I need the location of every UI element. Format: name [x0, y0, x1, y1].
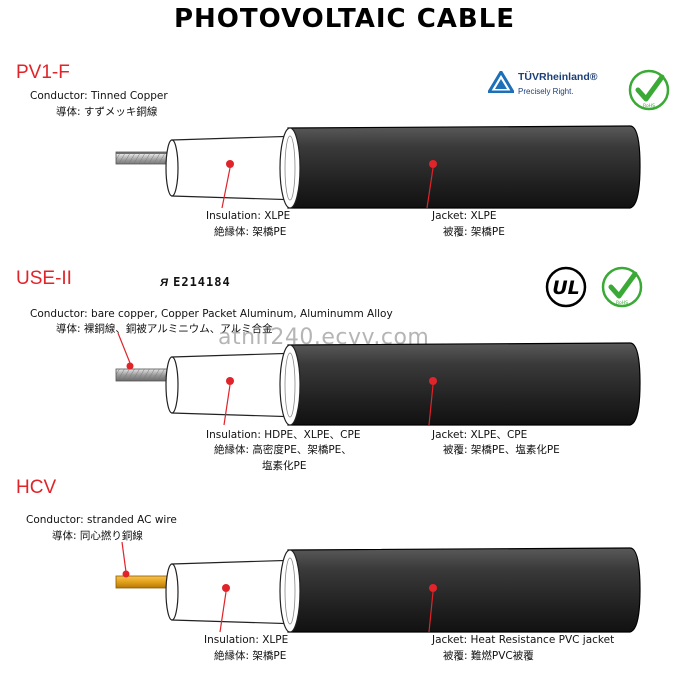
conductor-label-en: Conductor: bare copper, Copper Packet Al… — [30, 308, 393, 320]
pv1f-cable-diagram — [115, 125, 641, 209]
jacket-label-jp: 被覆: 架橋PE — [443, 226, 505, 238]
insulation-marker — [226, 160, 234, 168]
insulation-label-jp-2: 塩素化PE — [262, 460, 307, 472]
conductor-label-en: Conductor: stranded AC wire — [26, 514, 177, 526]
conductor-label-jp: 導体: 裸銅線、銅被アルミニウム、アルミ合金 — [56, 323, 273, 335]
section-title-use2: USE-II — [16, 268, 72, 289]
ul-logo-icon: UL — [545, 266, 587, 308]
rohs-text: RoHS — [643, 103, 655, 109]
jacket-label-en: Jacket: XLPE — [432, 210, 497, 222]
ul-small-icon: Я — [160, 277, 169, 289]
svg-text:RoHS: RoHS — [616, 300, 628, 306]
use2-cable-diagram — [115, 333, 641, 426]
tuv-triangle-icon — [488, 71, 514, 93]
ul-file-number: E214184 — [173, 275, 231, 289]
insulation-label-jp: 絶縁体: 架橋PE — [214, 226, 287, 238]
conductor-marker — [126, 362, 134, 370]
section-title-hcv: HCV — [16, 477, 57, 498]
jacket-marker — [429, 160, 437, 168]
insulation-label-en: Insulation: XLPE — [204, 634, 289, 646]
ul-recognized-mark: Я E214184 — [160, 271, 231, 290]
jacket-layer — [287, 125, 641, 209]
tuv-name: TÜVRheinland® — [518, 71, 598, 83]
jacket-marker — [429, 584, 437, 592]
conductor-marker — [122, 570, 130, 578]
page-title: PHOTOVOLTAIC CABLE — [173, 4, 516, 34]
insulation-label-jp: 絶縁体: 高密度PE、架橋PE、 — [214, 444, 352, 456]
rohs-check-icon: RoHS — [601, 266, 643, 308]
jacket-label-jp: 被覆: 架橋PE、塩素化PE — [443, 444, 560, 456]
insulation-label-en: Insulation: HDPE、XLPE、CPE — [206, 429, 361, 441]
hcv-cable-diagram — [115, 541, 641, 633]
jacket-label-en: Jacket: Heat Resistance PVC jacket — [432, 634, 615, 646]
conductor-label-en: Conductor: Tinned Copper — [30, 90, 168, 102]
insulation-label-en: Insulation: XLPE — [206, 210, 291, 222]
section-title-pv1f: PV1-F — [16, 62, 70, 83]
jacket-label-en: Jacket: XLPE、CPE — [432, 429, 528, 441]
rohs-check-icon: RoHS — [628, 69, 670, 111]
ul-mark-text: UL — [552, 277, 580, 299]
conductor-label-jp: 導体: 同心撚り銅線 — [52, 530, 143, 542]
jacket-layer — [287, 342, 641, 426]
tuv-logo: TÜVRheinland® Precisely Right. — [488, 70, 618, 104]
jacket-layer — [287, 547, 641, 633]
conductor-label-jp: 導体: すずメッキ銅線 — [56, 106, 158, 118]
insulation-marker — [222, 584, 230, 592]
tuv-tagline: Precisely Right. — [518, 87, 574, 96]
jacket-marker — [429, 377, 437, 385]
jacket-label-jp: 被覆: 難燃PVC被覆 — [443, 650, 534, 662]
insulation-label-jp: 絶縁体: 架橋PE — [214, 650, 287, 662]
insulation-marker — [226, 377, 234, 385]
